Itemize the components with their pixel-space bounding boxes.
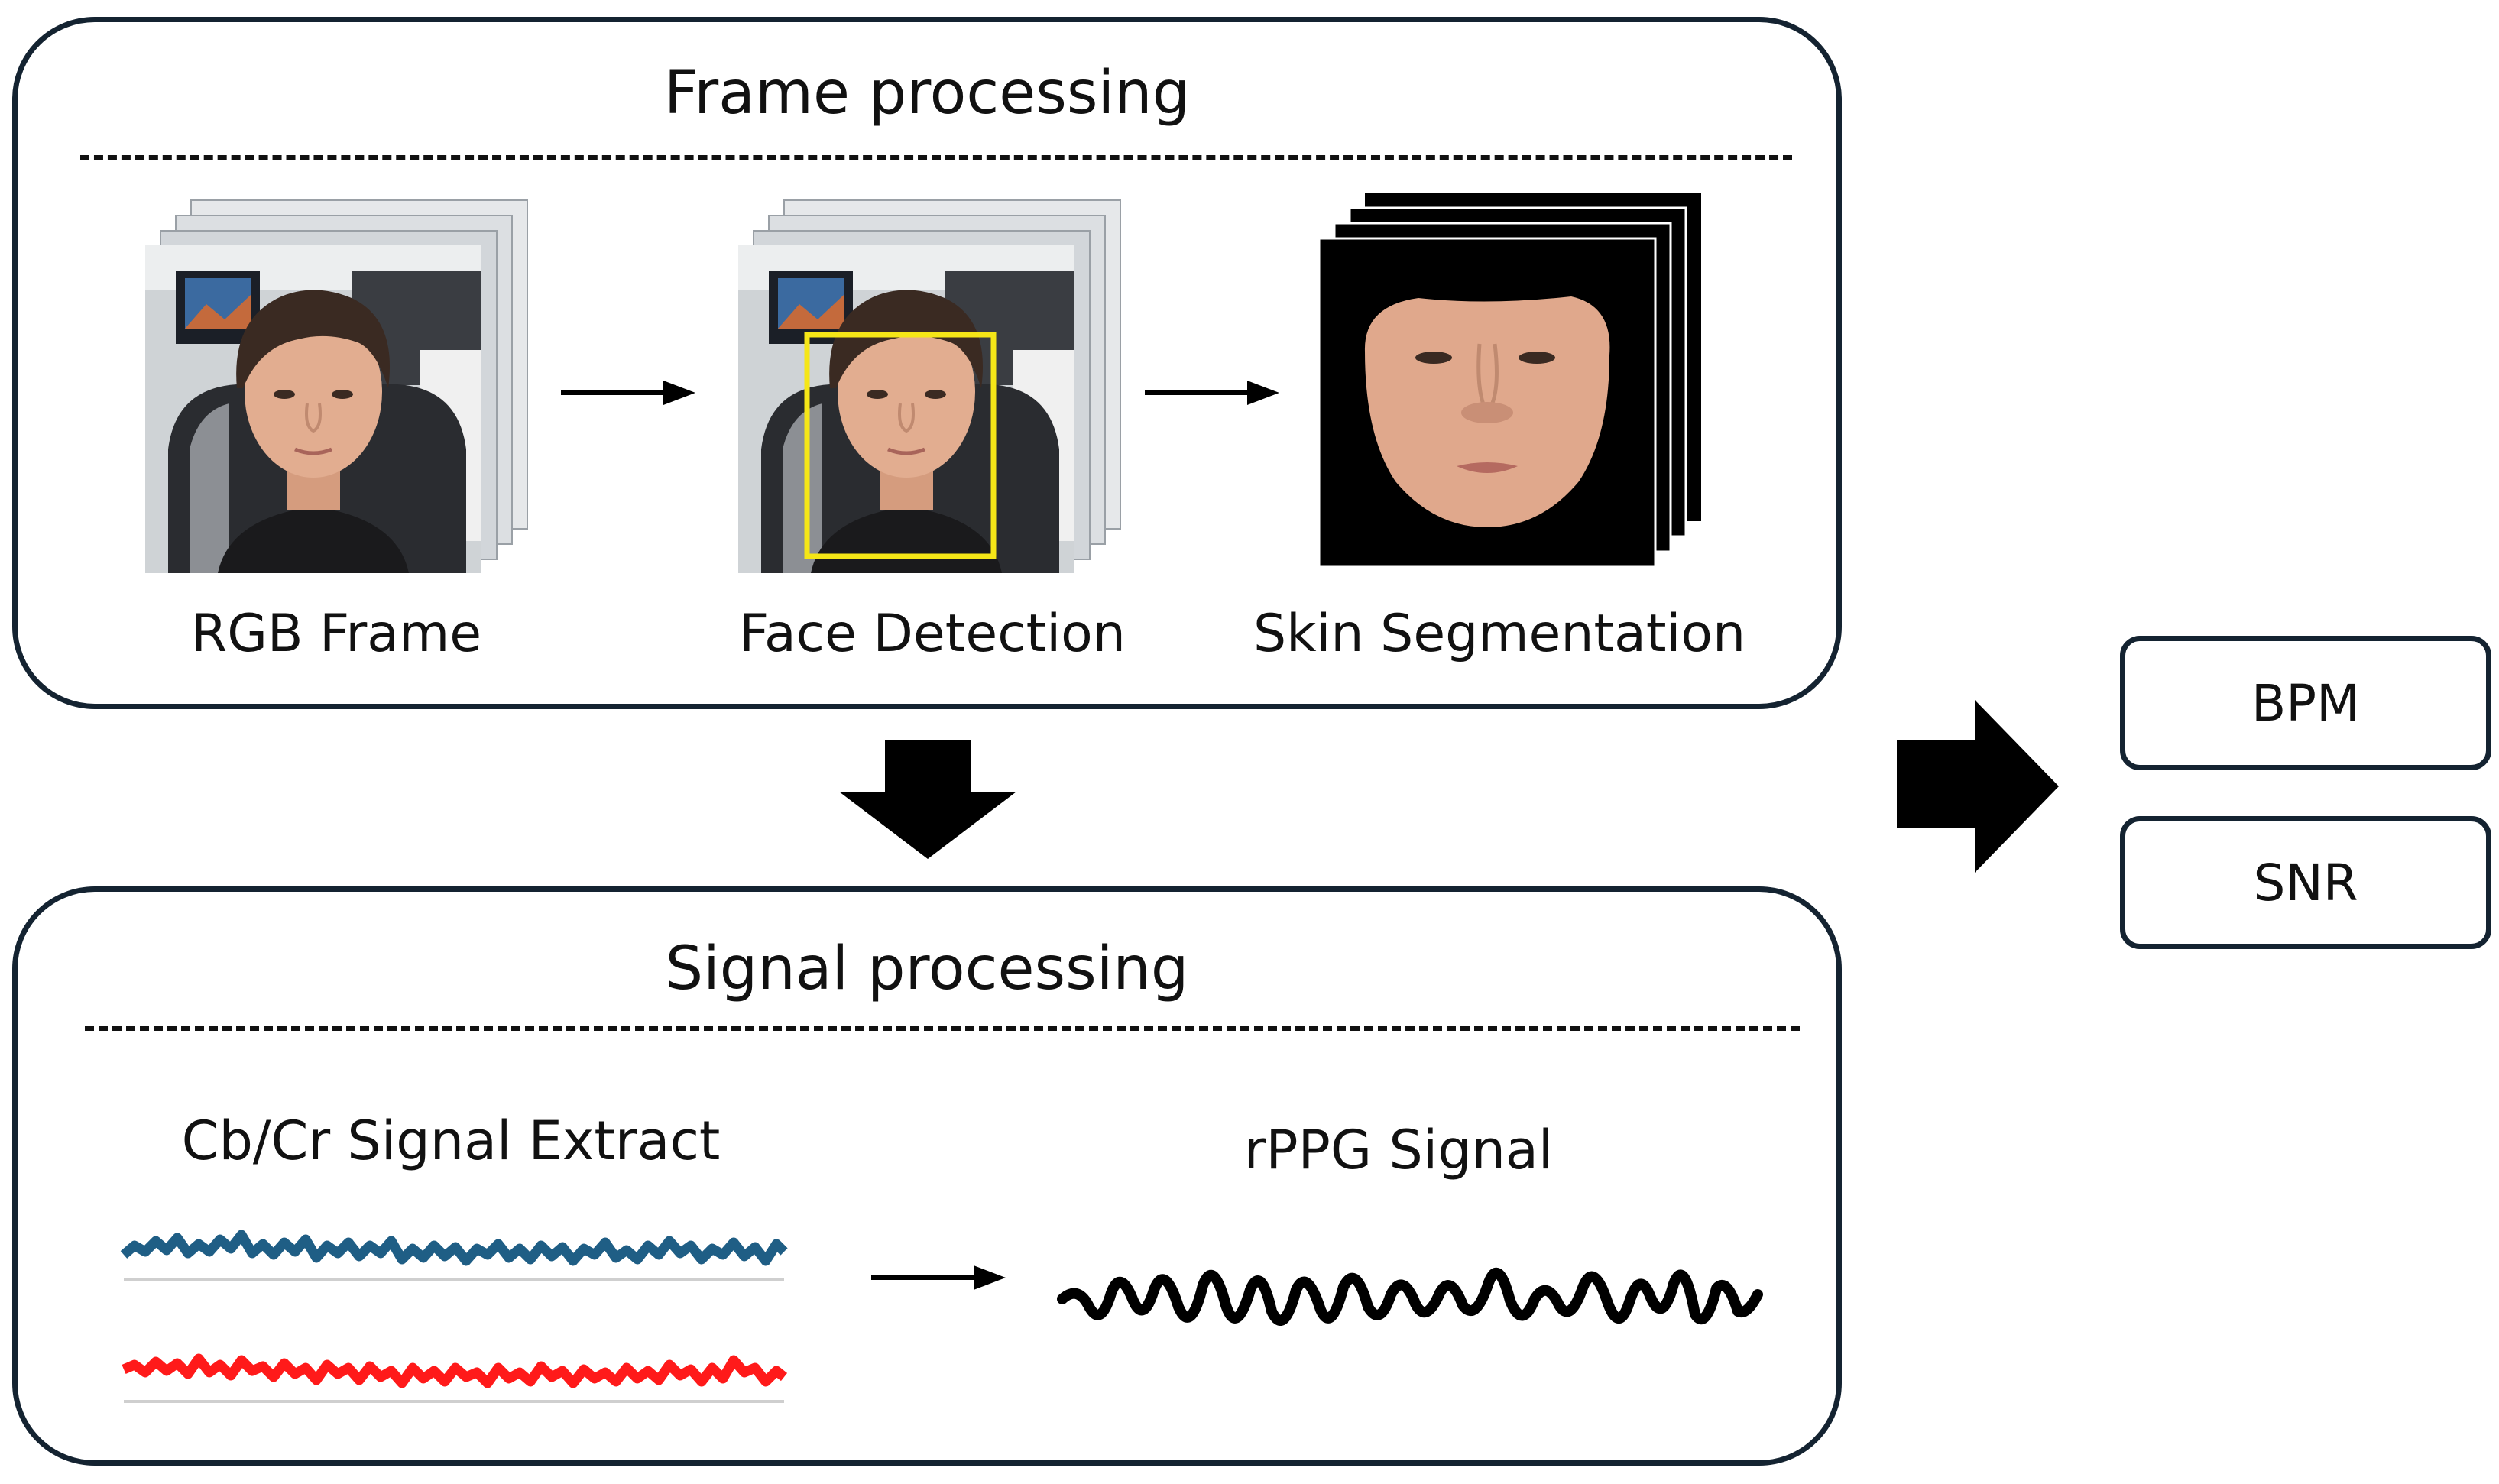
face-detection-stack bbox=[738, 199, 1121, 573]
rgb-frame-label: RGB Frame bbox=[190, 604, 482, 664]
cr-signal-line bbox=[122, 1353, 788, 1388]
rgb-frame-stack bbox=[145, 199, 528, 573]
frame-panel-divider bbox=[80, 155, 1792, 160]
cb-signal-plot bbox=[120, 1230, 788, 1281]
rppg-signal-plot bbox=[1057, 1267, 1763, 1326]
arrow-rgb-to-detection bbox=[561, 381, 695, 405]
cb-signal-line bbox=[120, 1230, 788, 1266]
right-arrow-to-outputs bbox=[1897, 700, 2059, 873]
frame-processing-title: Frame processing bbox=[663, 59, 1191, 128]
skin-segmentation-label: Skin Segmentation bbox=[1253, 604, 1746, 664]
signal-panel-divider bbox=[85, 1026, 1800, 1031]
signal-processing-panel: Signal processing bbox=[12, 886, 1842, 1466]
skin-segmentation-stack bbox=[1318, 193, 1701, 569]
rgb-frame-image bbox=[145, 245, 481, 573]
rppg-signal-label: rPPG Signal bbox=[1243, 1119, 1554, 1181]
bpm-output-box: BPM bbox=[2120, 636, 2491, 770]
arrow-extract-to-rppg bbox=[871, 1265, 1006, 1290]
rppg-signal-line bbox=[1057, 1267, 1763, 1326]
arrow-detection-to-segmentation bbox=[1145, 381, 1279, 405]
signal-processing-title: Signal processing bbox=[665, 935, 1189, 1003]
cr-signal-plot bbox=[122, 1353, 788, 1403]
down-arrow-frame-to-signal bbox=[839, 740, 1016, 859]
face-detection-image bbox=[738, 245, 1074, 573]
snr-output-box: SNR bbox=[2120, 816, 2491, 949]
face-detection-label: Face Detection bbox=[739, 604, 1126, 664]
segmented-face-image bbox=[1364, 296, 1610, 527]
cb-cr-extract-label: Cb/Cr Signal Extract bbox=[181, 1110, 721, 1172]
face-bounding-box bbox=[804, 332, 997, 559]
